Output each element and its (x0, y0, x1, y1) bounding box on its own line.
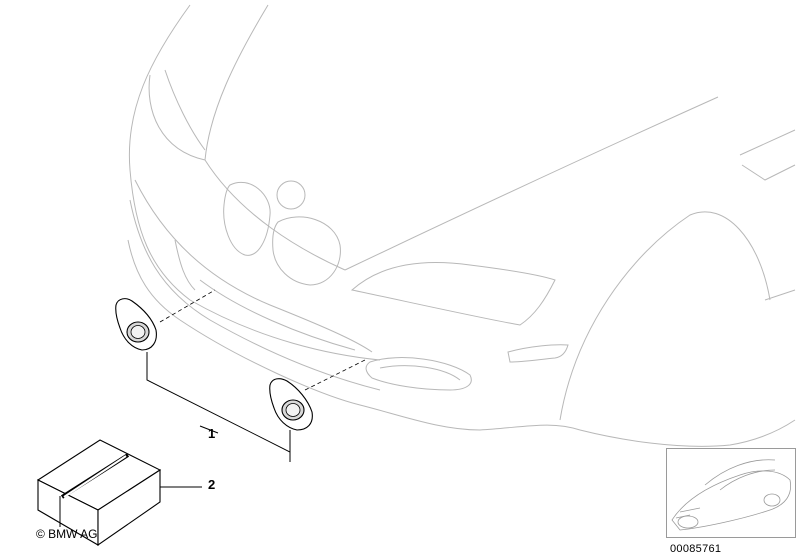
side-marker (507, 344, 569, 363)
thumbnail-car (671, 459, 792, 531)
bmw-roundel (276, 180, 306, 210)
headlight (350, 261, 556, 326)
kit-box (36, 439, 162, 547)
copyright-notice: © BMW AG (36, 527, 98, 541)
callout-1-bracket (146, 352, 291, 462)
car-body-outline (127, 4, 796, 447)
fog-light-right (269, 378, 313, 431)
diagram-part-number: 00085761 (670, 543, 722, 555)
kidney-grille-left (223, 181, 271, 256)
callout-label-1: 1 (208, 426, 216, 441)
kidney-grille-right (272, 216, 341, 286)
fog-light-left (115, 298, 157, 351)
overview-thumbnail-frame (666, 448, 796, 538)
callout-label-2: 2 (208, 477, 216, 492)
lower-intake (365, 357, 472, 391)
position-leaders (159, 289, 366, 391)
